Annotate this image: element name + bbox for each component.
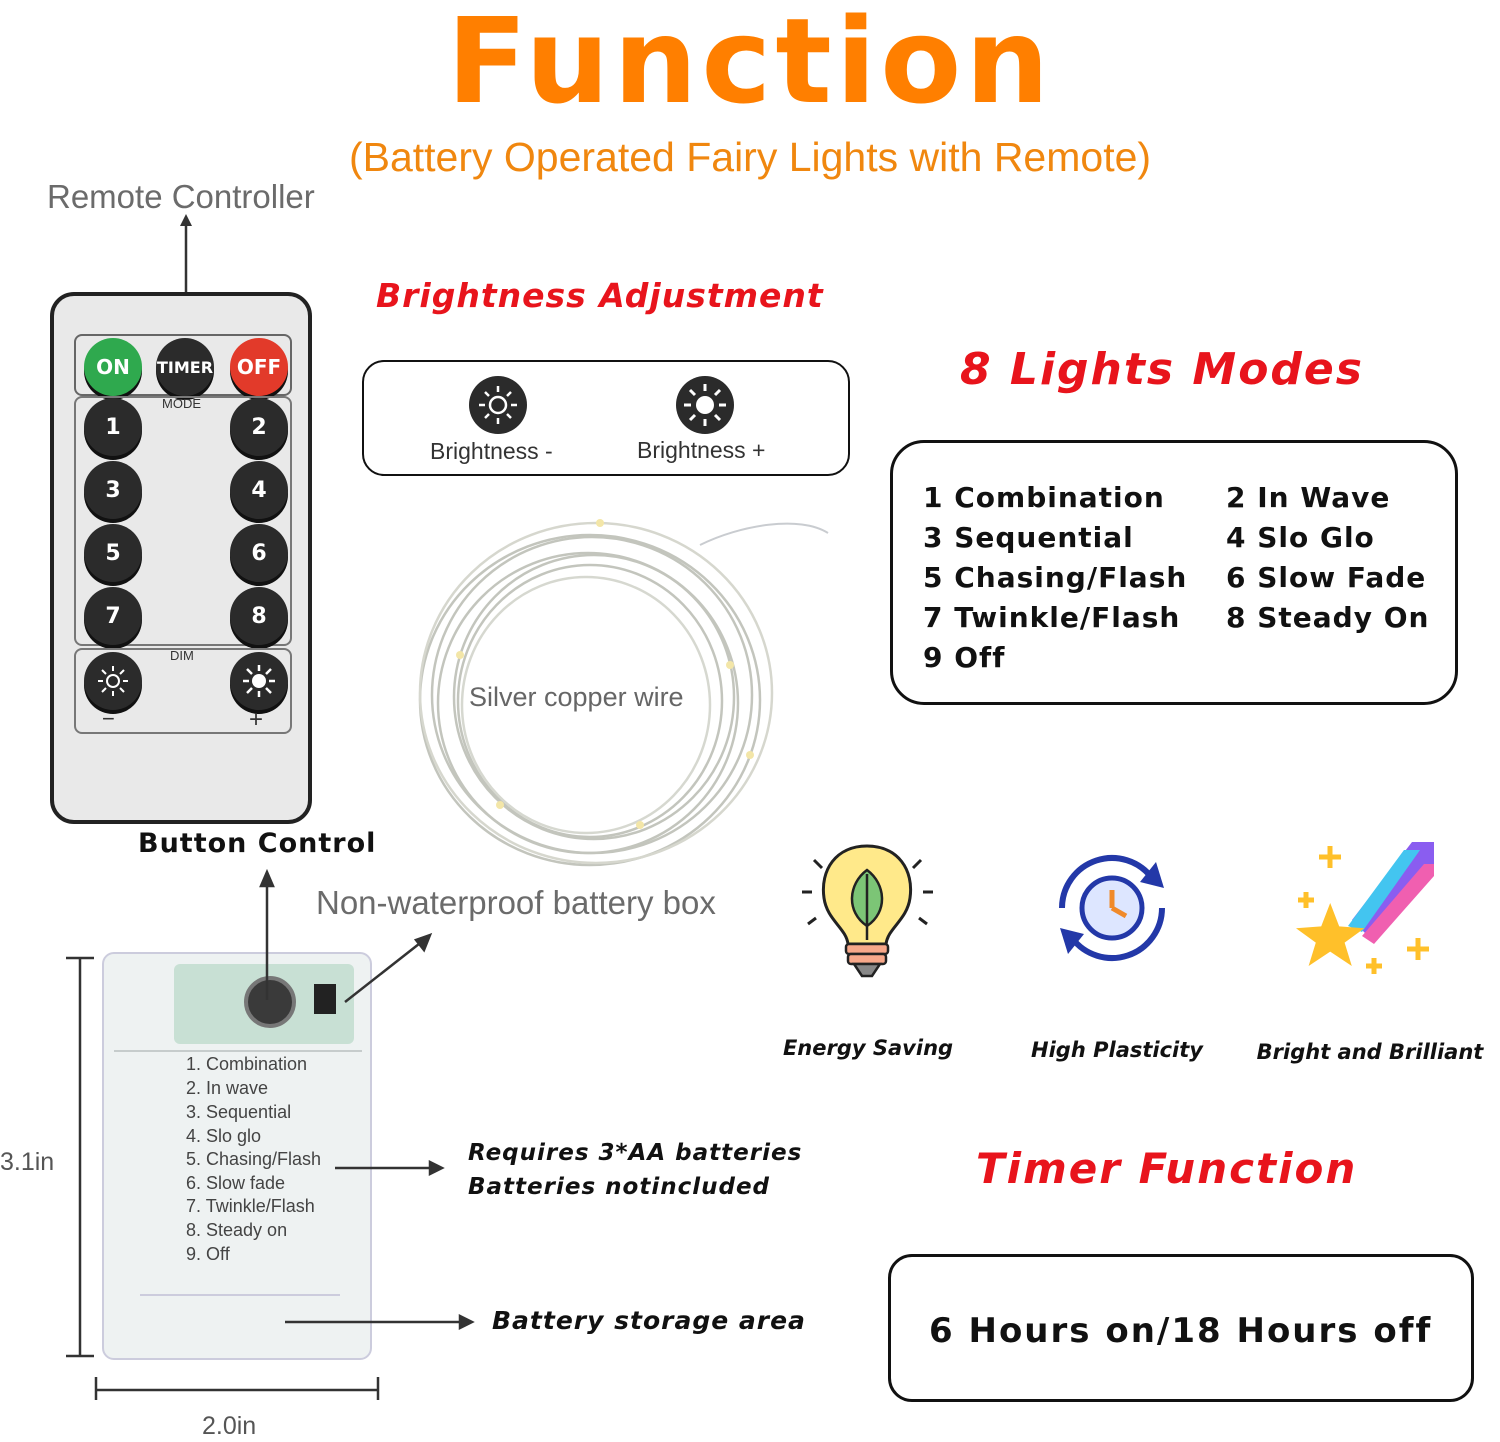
mode-button-2[interactable]: 2 <box>230 398 288 456</box>
dim-minus-button[interactable] <box>84 652 142 710</box>
brightness-heading: Brightness Adjustment <box>376 276 824 315</box>
mode-button-8[interactable]: 8 <box>230 587 288 645</box>
mode-button-5[interactable]: 5 <box>84 524 142 582</box>
mode-button-6[interactable]: 6 <box>230 524 288 582</box>
button-control-label: Button Control <box>138 828 377 859</box>
mode-item: 9 Off <box>923 641 1006 674</box>
page-subtitle: (Battery Operated Fairy Lights with Remo… <box>348 134 1152 180</box>
dim-plus-label: + <box>249 706 264 733</box>
battery-list-item: 3. Sequential <box>186 1102 292 1122</box>
mode-item: 3 Sequential <box>923 521 1134 554</box>
dim-panel <box>74 648 292 734</box>
timer-text: 6 Hours on/18 Hours off <box>929 1311 1433 1351</box>
brightness-plus-icon <box>676 376 734 434</box>
dim-label: DIM <box>170 648 194 663</box>
battery-list-item: 9. Off <box>186 1244 230 1264</box>
width-dimension: 2.0in <box>202 1412 257 1440</box>
lightbulb-leaf-icon <box>802 844 933 978</box>
battery-list-item: 2. In wave <box>186 1078 269 1098</box>
feature-label-energy-saving: Energy Saving <box>782 1036 954 1060</box>
mode-button-1[interactable]: 1 <box>84 398 142 456</box>
brightness-plus-label: Brightness + <box>637 437 766 463</box>
brightness-box: Brightness - Brightness + <box>362 360 850 476</box>
brightness-minus-icon <box>469 376 527 434</box>
clock-refresh-icon <box>1059 855 1165 961</box>
mode-item: 8 Steady On <box>1226 601 1430 634</box>
batteries-not-included: Batteries notincluded <box>468 1174 771 1200</box>
mode-button-4[interactable]: 4 <box>230 461 288 519</box>
switch <box>314 984 336 1014</box>
brightness-minus-label: Brightness - <box>430 438 553 464</box>
remote-controller-label: Remote Controller <box>47 178 315 215</box>
dim-minus-label: − <box>102 706 115 731</box>
timer-box: 6 Hours on/18 Hours off <box>888 1254 1474 1402</box>
modes-heading: 8 Lights Modes <box>960 344 1364 395</box>
timer-button[interactable]: TIMER <box>156 338 214 396</box>
height-dimension: 3.1in <box>0 1148 55 1176</box>
battery-box-label: Non-waterproof battery box <box>316 884 716 921</box>
battery-list-item: 7. Twinkle/Flash <box>186 1196 315 1216</box>
feature-label-bright-brilliant: Bright and Brilliant <box>1256 1040 1484 1064</box>
wire-coil-image <box>418 519 829 867</box>
mode-button-7[interactable]: 7 <box>84 587 142 645</box>
feature-label-high-plasticity: High Plasticity <box>1031 1038 1203 1062</box>
sun-bright-icon <box>243 665 275 697</box>
dim-plus-button[interactable] <box>230 652 288 710</box>
mode-item: 5 Chasing/Flash <box>923 561 1188 594</box>
timer-heading: Timer Function <box>976 1144 1358 1193</box>
on-button[interactable]: ON <box>84 338 142 396</box>
off-button[interactable]: OFF <box>230 338 288 396</box>
battery-list-item: 6. Slow fade <box>186 1173 286 1193</box>
battery-list-item: 5. Chasing/Flash <box>186 1149 322 1169</box>
modes-box: 1 Combination 2 In Wave 3 Sequential 4 S… <box>890 440 1458 705</box>
wire-label: Silver copper wire <box>469 682 684 712</box>
remote-controller: ON TIMER OFF MODE 1 2 3 4 5 6 7 8 DIM − … <box>50 292 312 824</box>
requires-batteries: Requires 3*AA batteries <box>468 1140 803 1166</box>
mode-item: 6 Slow Fade <box>1226 561 1427 594</box>
mode-item: 7 Twinkle/Flash <box>923 601 1181 634</box>
battery-storage-label: Battery storage area <box>492 1306 806 1335</box>
mode-panel <box>74 396 292 646</box>
battery-button[interactable] <box>244 976 296 1028</box>
mode-button-3[interactable]: 3 <box>84 461 142 519</box>
battery-list-item: 1. Combination <box>186 1054 308 1074</box>
mode-item: 1 Combination <box>923 481 1165 514</box>
mode-item: 4 Slo Glo <box>1226 521 1375 554</box>
mode-label: MODE <box>162 396 201 411</box>
mode-item: 2 In Wave <box>1226 481 1391 514</box>
sun-icon <box>98 666 128 696</box>
shooting-star-icon <box>1296 842 1434 974</box>
battery-box-image: 1. Combination 2. In wave 3. Sequential … <box>102 952 372 1360</box>
battery-compartment <box>140 1294 340 1346</box>
page-title: Function <box>446 0 1054 130</box>
battery-list-item: 8. Steady on <box>186 1220 288 1240</box>
divider <box>114 1050 362 1052</box>
battery-list-item: 4. Slo glo <box>186 1126 262 1146</box>
